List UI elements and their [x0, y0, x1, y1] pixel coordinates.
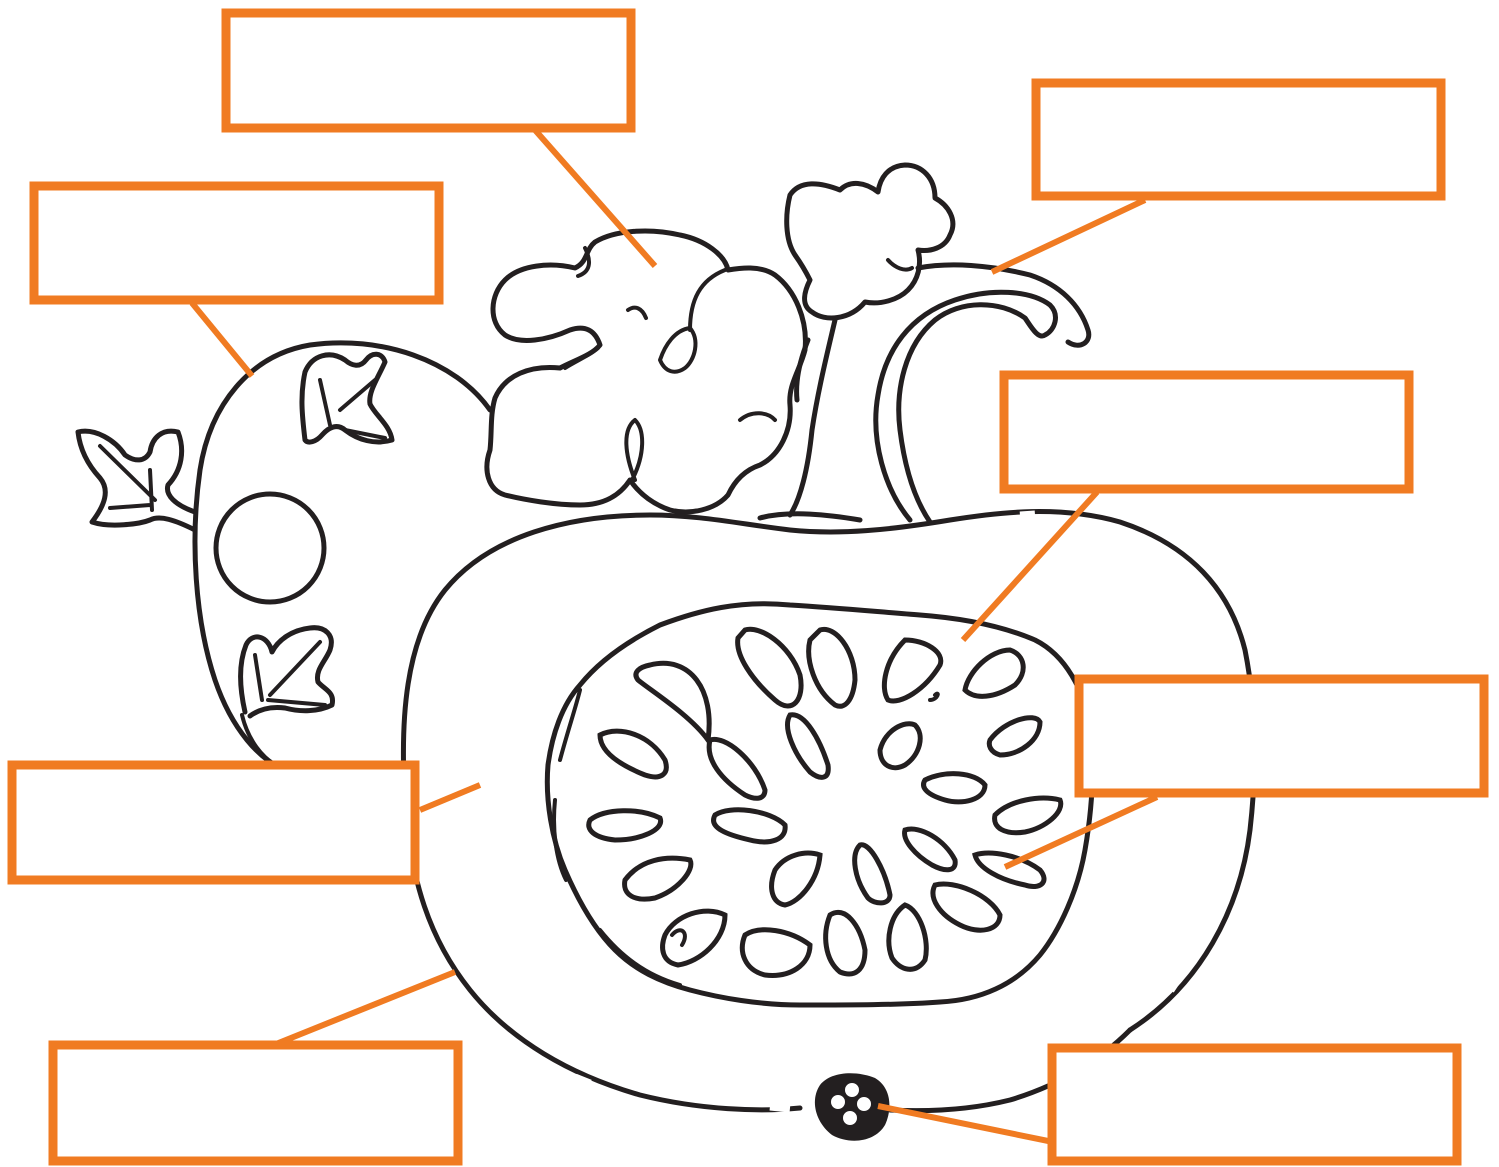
leader-bottom-left [276, 972, 455, 1044]
flower-left [487, 231, 805, 512]
seeds [589, 629, 1061, 975]
label-box-bottom-right[interactable] [1052, 1048, 1457, 1161]
label-box-middle-left[interactable] [12, 765, 415, 880]
flower-stem [760, 165, 953, 520]
label-box-upper-left[interactable] [34, 186, 439, 300]
label-box-top-center[interactable] [226, 13, 631, 128]
pumpkin-spot [216, 494, 324, 602]
leader-middle-left [420, 785, 480, 810]
label-box-bottom-left[interactable] [53, 1045, 458, 1161]
leader-top-right [992, 200, 1145, 272]
label-box-top-right[interactable] [1036, 83, 1441, 196]
leader-top-center [535, 130, 655, 266]
ivy-leaf-left [78, 431, 195, 530]
leader-bottom-right [878, 1106, 1053, 1142]
label-box-middle-right[interactable] [1004, 375, 1409, 489]
ivy-leaf-top [302, 354, 392, 442]
leader-upper-left [192, 303, 252, 376]
label-box-lower-right[interactable] [1079, 679, 1484, 793]
ivy-leaf-bottom [241, 628, 333, 768]
